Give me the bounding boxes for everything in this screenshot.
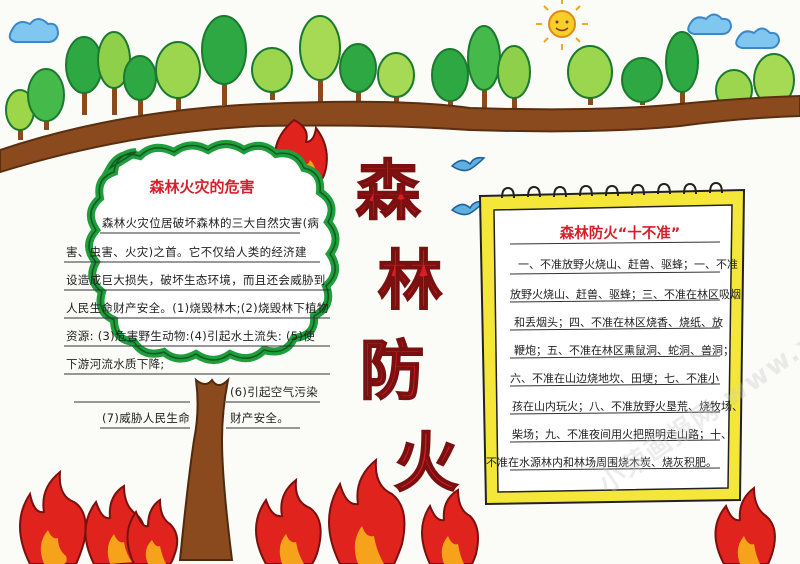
right-text-line: 不准在水源林内和林场周围烧木炭、烧灰积肥。 xyxy=(486,456,717,469)
right-text-line: 一、不准放野火烧山、赶兽、驱蜂；一、不准 xyxy=(518,258,738,271)
left-text-line: (6)引起空气污染 xyxy=(230,385,318,399)
right-text-line: 孩在山内玩火；八、不准放野火垦荒、烧牧场、 xyxy=(512,400,743,413)
right-text-line: 六、不准在山边烧地坎、田埂；七、不准小 xyxy=(510,372,719,385)
title-char-4: 火 xyxy=(393,426,459,501)
sun-icon xyxy=(536,0,588,50)
ground-band xyxy=(0,94,800,174)
fire-row xyxy=(19,457,776,564)
left-text-line: 害、虫害、火灾)之首。它不仅给人类的经济建 xyxy=(66,245,307,259)
title-char-3: 防 xyxy=(359,334,425,409)
left-text-line: 财产安全。 xyxy=(230,411,289,425)
bird-icon xyxy=(450,156,486,172)
cloud-icon xyxy=(735,27,781,49)
left-text-line: 下游河流水质下降; xyxy=(66,357,165,371)
title-char-2: 林 xyxy=(377,244,443,319)
right-text-line: 鞭炮；五、不准在林区熏鼠洞、蛇洞、兽洞； xyxy=(514,344,734,357)
left-text-line: (7)威胁人民生命 xyxy=(102,411,190,425)
cloud-icon xyxy=(8,18,60,43)
right-text-line: 和丢烟头；四、不准在林区烧香、烧纸、放 xyxy=(514,316,723,329)
left-text-line: 资源: (3)危害野生动物:(4)引起水土流失: (5)使 xyxy=(66,329,316,343)
tree-trunk xyxy=(178,376,234,561)
notepad-frame xyxy=(478,181,746,506)
right-text-line: 放野火烧山、赶兽、驱蜂；三、不准在林区吸烟 xyxy=(510,288,741,301)
right-panel-title: 森林防火“十不准” xyxy=(559,226,681,242)
ruled-lines xyxy=(64,232,330,429)
left-panel-title: 森林火灾的危害 xyxy=(149,178,255,196)
left-text-line: 人民生命财产安全。(1)烧毁林木;(2)烧毁林下植物 xyxy=(66,301,329,315)
left-text-line: 设造成巨大损失，破坏生态环境，而且还会威胁到 xyxy=(66,273,326,287)
title-char-1: 森 xyxy=(355,154,421,229)
tree-row xyxy=(5,15,795,140)
left-text-line: 森林火灾位居破坏森林的三大自然灾害(病 xyxy=(102,216,320,230)
cloud-icon xyxy=(687,13,733,35)
right-text-line: 柴场；九、不准夜间用火把照明走山路；十、 xyxy=(512,428,732,441)
